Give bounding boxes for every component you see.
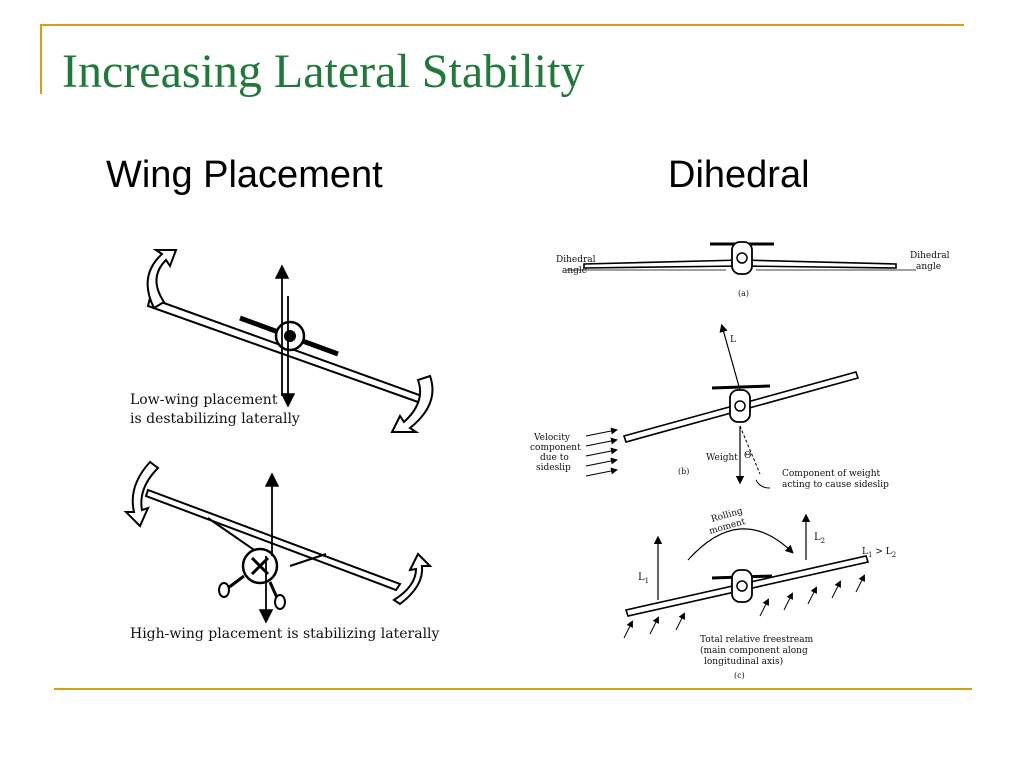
panel-b-velocity-3: due to [540,453,569,463]
panel-c-l1-label: L1 [638,572,649,585]
top-rule [40,24,964,26]
dihedral-angle-right-2: angle [916,262,941,272]
panel-b-velocity-2: component [530,443,581,453]
panel-c-freestream-3: longitudinal axis) [704,656,783,667]
panel-b-component-2: acting to cause sideslip [782,480,889,490]
panel-c-label: (c) [734,671,745,680]
high-wing-airplane [144,488,402,610]
low-wing-airplane [146,296,424,404]
dihedral-angle-right-1: Dihedral [910,251,950,261]
high-wing-label: High-wing placement is stabilizing later… [130,626,440,642]
panel-c-freestream-1: Total relative freestream [700,635,814,645]
panel-c-airplane [624,555,870,617]
panel-c-l2-label: L2 [814,532,825,545]
curved-arrow-icon [390,374,434,433]
wing-placement-diagram: Low-wing placement is destabilizing late… [123,249,440,642]
panel-b-airplane [622,371,860,443]
dihedral-angle-left-1: Dihedral [556,255,596,265]
low-wing-label-line1: Low-wing placement [130,392,278,408]
slide-title: Increasing Lateral Stability [62,45,585,98]
panel-b-label: (b) [678,467,689,476]
curved-arrow-icon [123,460,160,528]
panel-c-freestream-arrows [623,574,865,639]
panel-b-weight-label: Weight [706,453,738,463]
panel-b-velocity-4: sideslip [536,463,571,473]
panel-a-label: (a) [738,289,749,298]
bottom-rule [54,688,972,690]
panel-b-component-pointer [755,479,771,489]
curved-arrow-icon [146,249,178,310]
panel-b-lift-arrow [719,323,741,391]
panel-c-rolling-arrow [687,528,794,561]
panel-b-lift-component [739,425,761,475]
dihedral-diagram: Dihedral angle Dihedral angle (a) L Weig… [530,241,950,680]
low-wing-label-line2: is destabilizing laterally [130,411,300,427]
panel-b-component-1: Component of weight [782,469,880,479]
heading-dihedral: Dihedral [668,154,810,196]
curved-arrow-icon [392,552,433,606]
panel-b-velocity-1: Velocity [533,433,571,443]
title-accent-bar [40,26,42,94]
panel-b-theta-label: Θ [744,451,751,461]
dihedral-angle-left-2: angle [562,266,587,276]
panel-c-freestream-2: (main component along [700,645,808,656]
panel-b-sideslip-arrows [585,427,618,477]
panel-a-airplane [583,241,897,275]
panel-b-lift-label: L [730,335,736,345]
panel-c-inequality: L1 > L2 [862,547,896,559]
heading-wing-placement: Wing Placement [106,154,383,196]
